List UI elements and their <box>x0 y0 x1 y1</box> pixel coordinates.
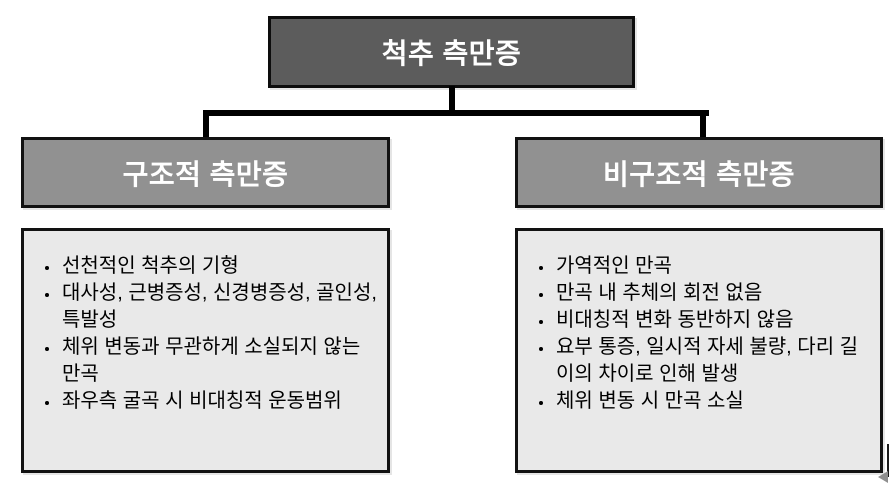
list-item: 대사성, 근병증성, 신경병증성, 골인성, 특발성 <box>60 280 379 334</box>
connector-right-vertical <box>700 112 706 139</box>
text-cursor-artifact <box>887 444 889 477</box>
connector-left-vertical <box>203 112 209 139</box>
connector-horizontal-bar <box>203 110 709 116</box>
branch-header-nonstructural-label: 비구조적 측만증 <box>602 158 796 190</box>
branch-header-nonstructural: 비구조적 측만증 <box>515 137 883 208</box>
list-item: 선천적인 척추의 기형 <box>60 253 379 280</box>
list-item: 요부 통증, 일시적 자세 불량, 다리 길이의 차이로 인해 발생 <box>554 334 872 388</box>
nonstructural-bullet-list: 가역적인 만곡 만곡 내 추체의 회전 없음 비대칭적 변화 동반하지 않음 요… <box>530 253 872 415</box>
list-item: 체위 변동 시 만곡 소실 <box>554 388 872 415</box>
panel-structural-details: 선천적인 척추의 기형 대사성, 근병증성, 신경병증성, 골인성, 특발성 체… <box>21 228 390 473</box>
root-node-label: 척추 측만증 <box>381 38 522 69</box>
list-item: 좌우측 굴곡 시 비대칭적 운동범위 <box>60 388 379 415</box>
branch-header-structural-label: 구조적 측만증 <box>122 158 289 190</box>
list-item: 체위 변동과 무관하게 소실되지 않는 만곡 <box>60 334 379 388</box>
structural-bullet-list: 선천적인 척추의 기형 대사성, 근병증성, 신경병증성, 골인성, 특발성 체… <box>36 253 379 415</box>
list-item: 비대칭적 변화 동반하지 않음 <box>554 307 872 334</box>
connector-root-vertical <box>449 86 455 113</box>
branch-header-structural: 구조적 측만증 <box>21 137 390 208</box>
list-item: 가역적인 만곡 <box>554 253 872 280</box>
panel-nonstructural-details: 가역적인 만곡 만곡 내 추체의 회전 없음 비대칭적 변화 동반하지 않음 요… <box>515 228 883 473</box>
list-item: 만곡 내 추체의 회전 없음 <box>554 280 872 307</box>
cursor-arrow-icon <box>878 471 888 483</box>
root-node-spinal-scoliosis: 척추 측만증 <box>268 16 635 88</box>
